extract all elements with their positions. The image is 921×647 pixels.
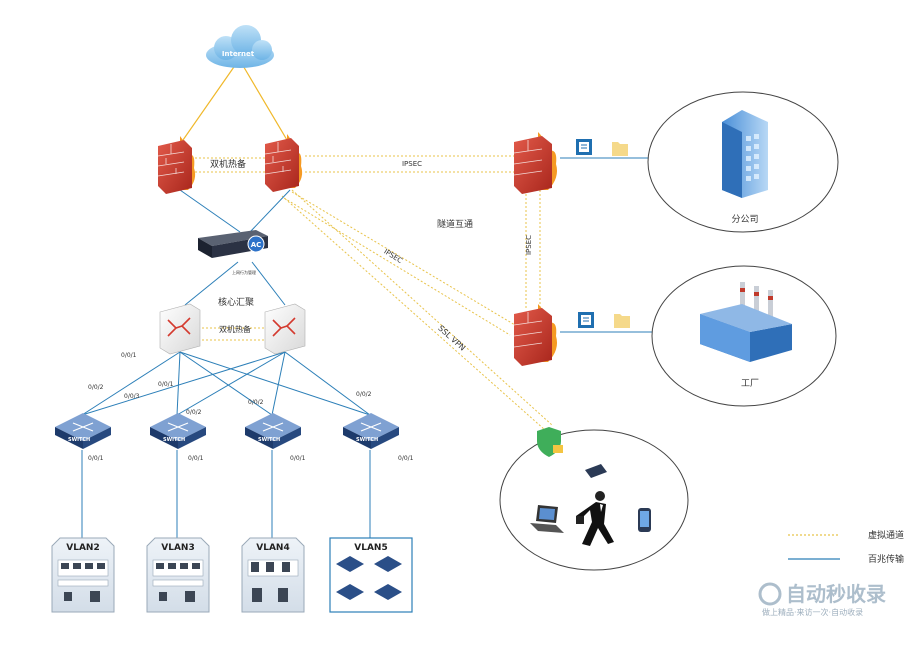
vlan-box-3: VLAN3 — [146, 537, 210, 613]
virtual-channels — [195, 155, 553, 431]
access-switch-2: SWITCH — [150, 413, 206, 449]
port-label: 0/0/2 — [248, 399, 264, 406]
wireless-ap-icon — [336, 556, 402, 600]
vlan-label: VLAN5 — [354, 543, 387, 553]
port-labels: 0/0/1 0/0/1 0/0/2 0/0/2 0/0/3 0/0/2 0/0/… — [88, 352, 414, 462]
vlan-label: VLAN3 — [161, 543, 194, 553]
port-label: 0/0/1 — [158, 381, 174, 388]
factory-label: 工厂 — [741, 378, 759, 389]
vlan-box-2: VLAN2 — [51, 537, 115, 613]
watermark-title: 自动秒收录 — [786, 582, 886, 606]
access-switch-1: SWITCH — [55, 413, 111, 449]
tunnel-label: 隧道互通 — [437, 218, 473, 230]
vlan-box-4: VLAN4 — [241, 537, 305, 613]
ipsec-vertical-label: IPSEC — [525, 235, 533, 255]
server-icon — [578, 312, 594, 328]
firewall-icon-right — [264, 134, 303, 192]
port-label: 0/0/1 — [121, 352, 137, 359]
office-building-icon — [722, 110, 768, 198]
mobile-user-circle — [499, 429, 689, 571]
port-label: 0/0/1 — [88, 455, 104, 462]
core-switch-icon-left — [159, 303, 201, 355]
core-hot-standby-label: 双机热备 — [219, 324, 251, 334]
phone-icon — [638, 508, 651, 532]
firewall-icon-left — [157, 136, 196, 194]
server-icon — [576, 139, 592, 155]
port-label: 0/0/1 — [290, 455, 306, 462]
internet-cloud-icon — [206, 25, 274, 68]
internet-uplinks — [182, 63, 288, 141]
ac-caption: 上网行为管理 — [232, 269, 256, 275]
ac-device-icon: AC — [198, 230, 268, 258]
port-label: 0/0/2 — [186, 409, 202, 416]
firewall-icon-factory — [513, 304, 557, 366]
switch-label: SWITCH — [258, 437, 280, 443]
businessman-icon — [576, 491, 614, 546]
legend: 虚拟通道 百兆传输 — [788, 529, 904, 565]
vlan-label: VLAN2 — [66, 543, 99, 553]
port-label: 0/0/1 — [398, 455, 414, 462]
internet-label: Internet — [222, 50, 255, 58]
core-label: 核心汇聚 — [218, 296, 254, 308]
vpn-shield-icon — [537, 427, 563, 457]
folder-icon — [614, 314, 630, 328]
firewall-icon-branch — [513, 132, 557, 194]
access-switch-3: SWITCH — [245, 413, 301, 449]
core-switch-icon-right — [264, 303, 306, 355]
port-label: 0/0/2 — [356, 391, 372, 398]
tablet-icon — [585, 464, 607, 478]
svg-text:AC: AC — [251, 241, 262, 249]
folder-icon — [612, 142, 628, 156]
vlan-label: VLAN4 — [256, 543, 289, 553]
watermark-subtitle: 做上精品·来访一次·自动收录 — [762, 607, 863, 617]
access-switch-4: SWITCH — [343, 413, 399, 449]
port-label: 0/0/1 — [188, 455, 204, 462]
legend-gigabit-label: 百兆传输 — [868, 553, 904, 565]
ipsec-top-label: IPSEC — [402, 160, 422, 168]
ipsec-diagonal-label: IPSEC — [382, 248, 403, 265]
legend-virtual-label: 虚拟通道 — [868, 529, 904, 541]
watermark: 自动秒收录 做上精品·来访一次·自动收录 — [758, 582, 886, 617]
switch-label: SWITCH — [68, 437, 90, 443]
branch-label: 分公司 — [731, 214, 758, 225]
gigabit-lines — [81, 157, 655, 540]
laptop-icon — [530, 505, 564, 533]
factory-icon — [700, 282, 792, 362]
ssl-vpn-label: SSL VPN — [436, 324, 467, 353]
firewall-hot-standby-label: 双机热备 — [210, 158, 246, 170]
vlan-box-5: VLAN5 — [329, 537, 413, 613]
switch-label: SWITCH — [163, 437, 185, 443]
switch-label: SWITCH — [356, 437, 378, 443]
port-label: 0/0/2 — [88, 384, 104, 391]
port-label: 0/0/3 — [124, 393, 140, 400]
